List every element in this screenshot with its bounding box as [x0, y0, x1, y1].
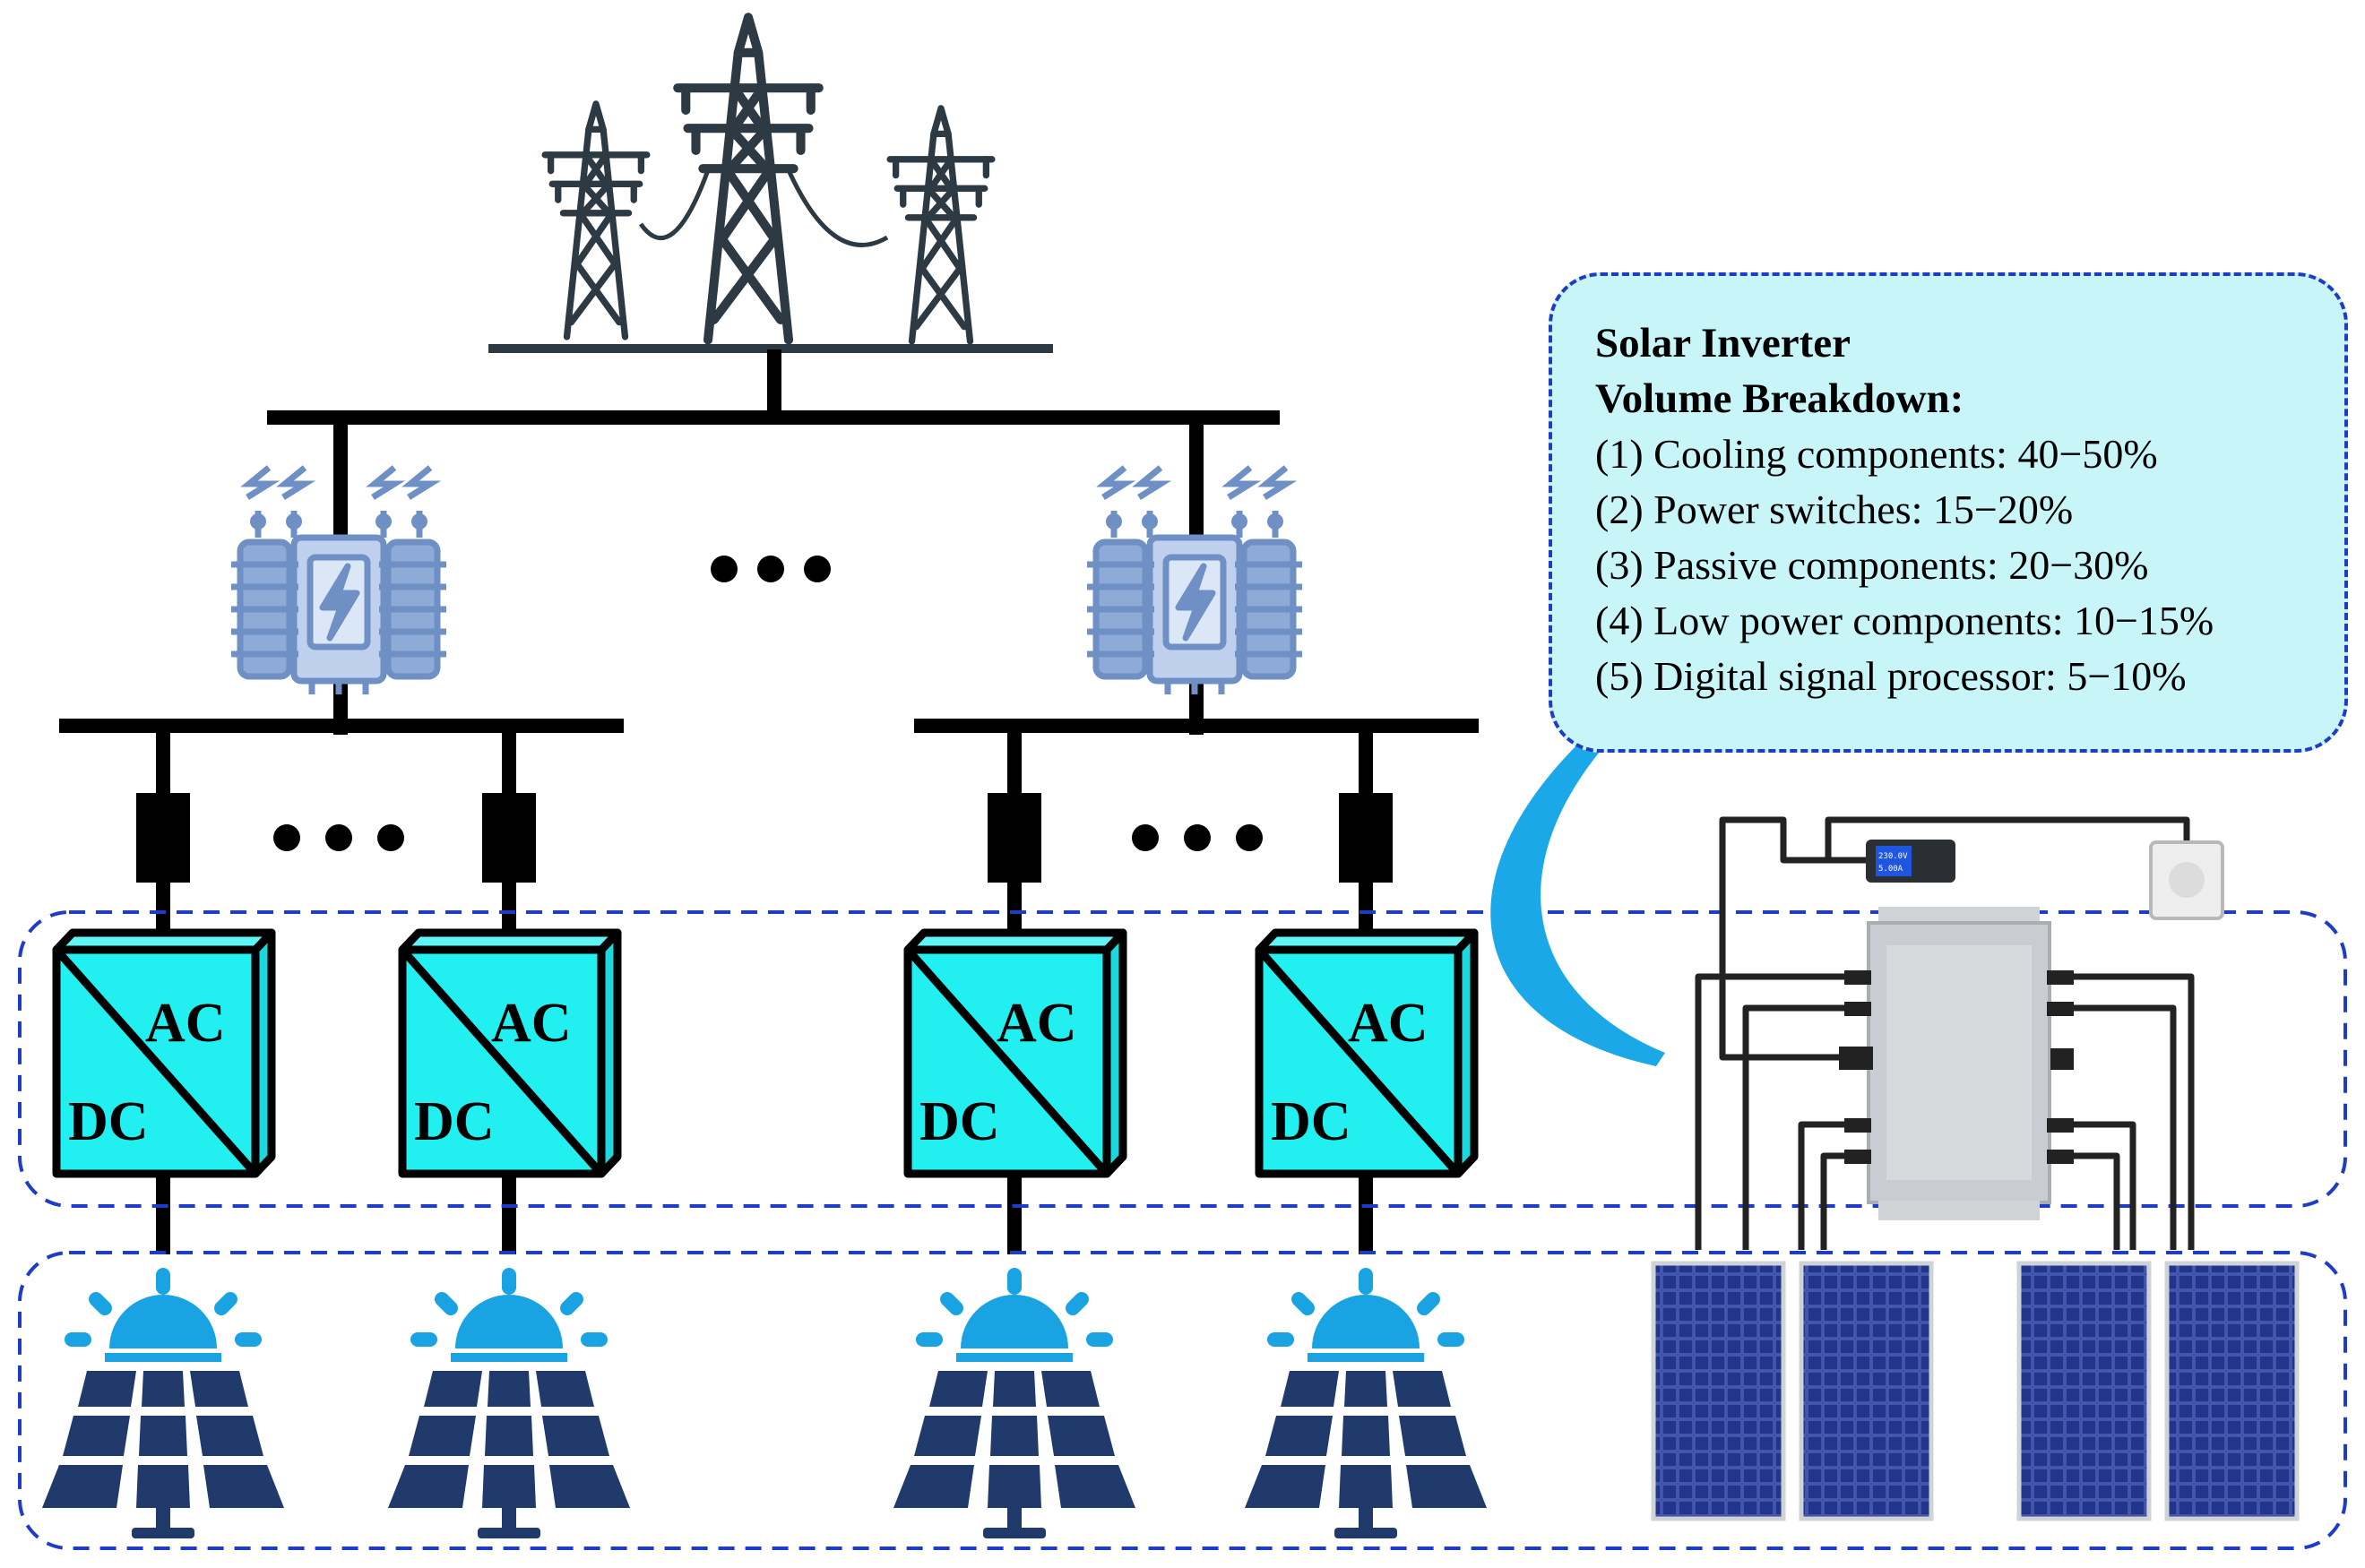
transmission-towers: [488, 17, 1053, 353]
converter-4-dc-label: DC: [1271, 1091, 1351, 1152]
ellipsis-dot: [804, 556, 831, 582]
pv-module-2: [1799, 1261, 1934, 1521]
breaker-2-icon: [482, 793, 536, 883]
callout-arrow-icon: [1490, 683, 1665, 1066]
breakdown-item: (3) Passive components: 20−30%: [1595, 542, 2149, 588]
converter-2-ac-label: AC: [491, 993, 572, 1054]
ellipsis-dot: [273, 824, 300, 851]
converter-3-dc-label: DC: [919, 1091, 1000, 1152]
converter-1-dc-label: DC: [68, 1091, 149, 1152]
inverter-flange-bottom: [1878, 1201, 2040, 1220]
converter-3-ac-label: AC: [997, 993, 1077, 1054]
connector: [1844, 1002, 1871, 1016]
sub-bus-left: [59, 719, 624, 733]
converter-2-dc-label: DC: [414, 1091, 495, 1152]
converter-1-ac-label: AC: [145, 993, 226, 1054]
converter-3: AC DC: [908, 933, 1123, 1174]
ellipsis-dots: [273, 556, 1263, 851]
inverter-flange: [1878, 907, 2040, 925]
tower-right-icon: [890, 108, 992, 341]
pv-cable-6: [2039, 1004, 2177, 1250]
inverter-face: [1886, 945, 2032, 1180]
breakdown-list: (1) Cooling components: 40−50% (2) Power…: [1595, 426, 2344, 704]
tower-left-icon: [545, 104, 647, 337]
connector: [1844, 1118, 1871, 1133]
tower-cables: [638, 168, 889, 247]
converter-4: AC DC: [1259, 933, 1474, 1174]
solar-panel-4-icon: [1245, 1268, 1487, 1538]
pv-module-1: [1651, 1261, 1786, 1521]
pv-group-frame: [18, 1251, 2347, 1550]
ac-connector: [1839, 1047, 1873, 1070]
grid-feeder: [767, 349, 781, 421]
breakdown-item: (1) Cooling components: 40−50%: [1595, 431, 2158, 477]
trunk-cable: [1719, 896, 1871, 1061]
breaker-1-icon: [136, 793, 190, 883]
connector: [2047, 1002, 2074, 1016]
ellipsis-dot: [377, 824, 404, 851]
pv-cable-3: [1798, 1121, 1869, 1250]
panel-title-line1: Solar Inverter: [1595, 320, 1851, 366]
socket-face: [2169, 862, 2205, 898]
ellipsis-dot: [757, 556, 784, 582]
breaker-4-icon: [1339, 793, 1393, 883]
connector: [2047, 970, 2074, 985]
ac-cable: [1719, 816, 1873, 896]
meter-readout-current: 5.00A: [1878, 865, 1903, 874]
pv-cable-4: [1820, 1152, 1869, 1250]
microinverter-illustration: 230.0V 5.00A: [1651, 816, 2300, 1521]
meter-readout-voltage: 230.0V: [1878, 852, 1908, 861]
ellipsis-dot: [1184, 824, 1211, 851]
solar-panel-3-icon: [893, 1268, 1135, 1538]
panel-title-line2: Volume Breakdown:: [1595, 375, 1964, 422]
tower-ground: [488, 344, 1053, 353]
converter-1: AC DC: [56, 933, 272, 1174]
volume-breakdown-panel: Solar Inverter Volume Breakdown: (1) Coo…: [1549, 272, 2348, 753]
converter-4-ac-label: AC: [1348, 993, 1428, 1054]
ellipsis-dot: [1132, 824, 1159, 851]
meter-screen: [1876, 846, 1912, 876]
pv-cable-1: [1695, 973, 1869, 1250]
main-bus: [267, 410, 1280, 425]
inverter-group-frame: [18, 910, 2347, 1208]
breakdown-item: (5) Digital signal processor: 5−10%: [1595, 653, 2187, 699]
pv-cable-5: [2039, 973, 2195, 1250]
connector: [2047, 1150, 2074, 1164]
comm-port: [2050, 1048, 2074, 1070]
sub-bus-right: [914, 719, 1479, 733]
solar-panel-2-icon: [388, 1268, 630, 1538]
pv-cable-2: [1742, 1004, 1869, 1250]
tower-center-icon: [678, 17, 819, 340]
pv-module-3: [2016, 1261, 2152, 1521]
connector: [2047, 1118, 2074, 1133]
converter-2: AC DC: [402, 933, 617, 1174]
pv-module-4: [2164, 1261, 2300, 1521]
breakdown-item: (4) Low power components: 10−15%: [1595, 598, 2214, 643]
breakdown-item: (2) Power switches: 15−20%: [1595, 487, 2074, 532]
solar-panel-1-icon: [42, 1268, 284, 1538]
connector: [1844, 970, 1871, 985]
connector: [1844, 1150, 1871, 1164]
ellipsis-dot: [1236, 824, 1263, 851]
ellipsis-dot: [711, 556, 738, 582]
breaker-3-icon: [988, 793, 1041, 883]
ellipsis-dot: [325, 824, 352, 851]
